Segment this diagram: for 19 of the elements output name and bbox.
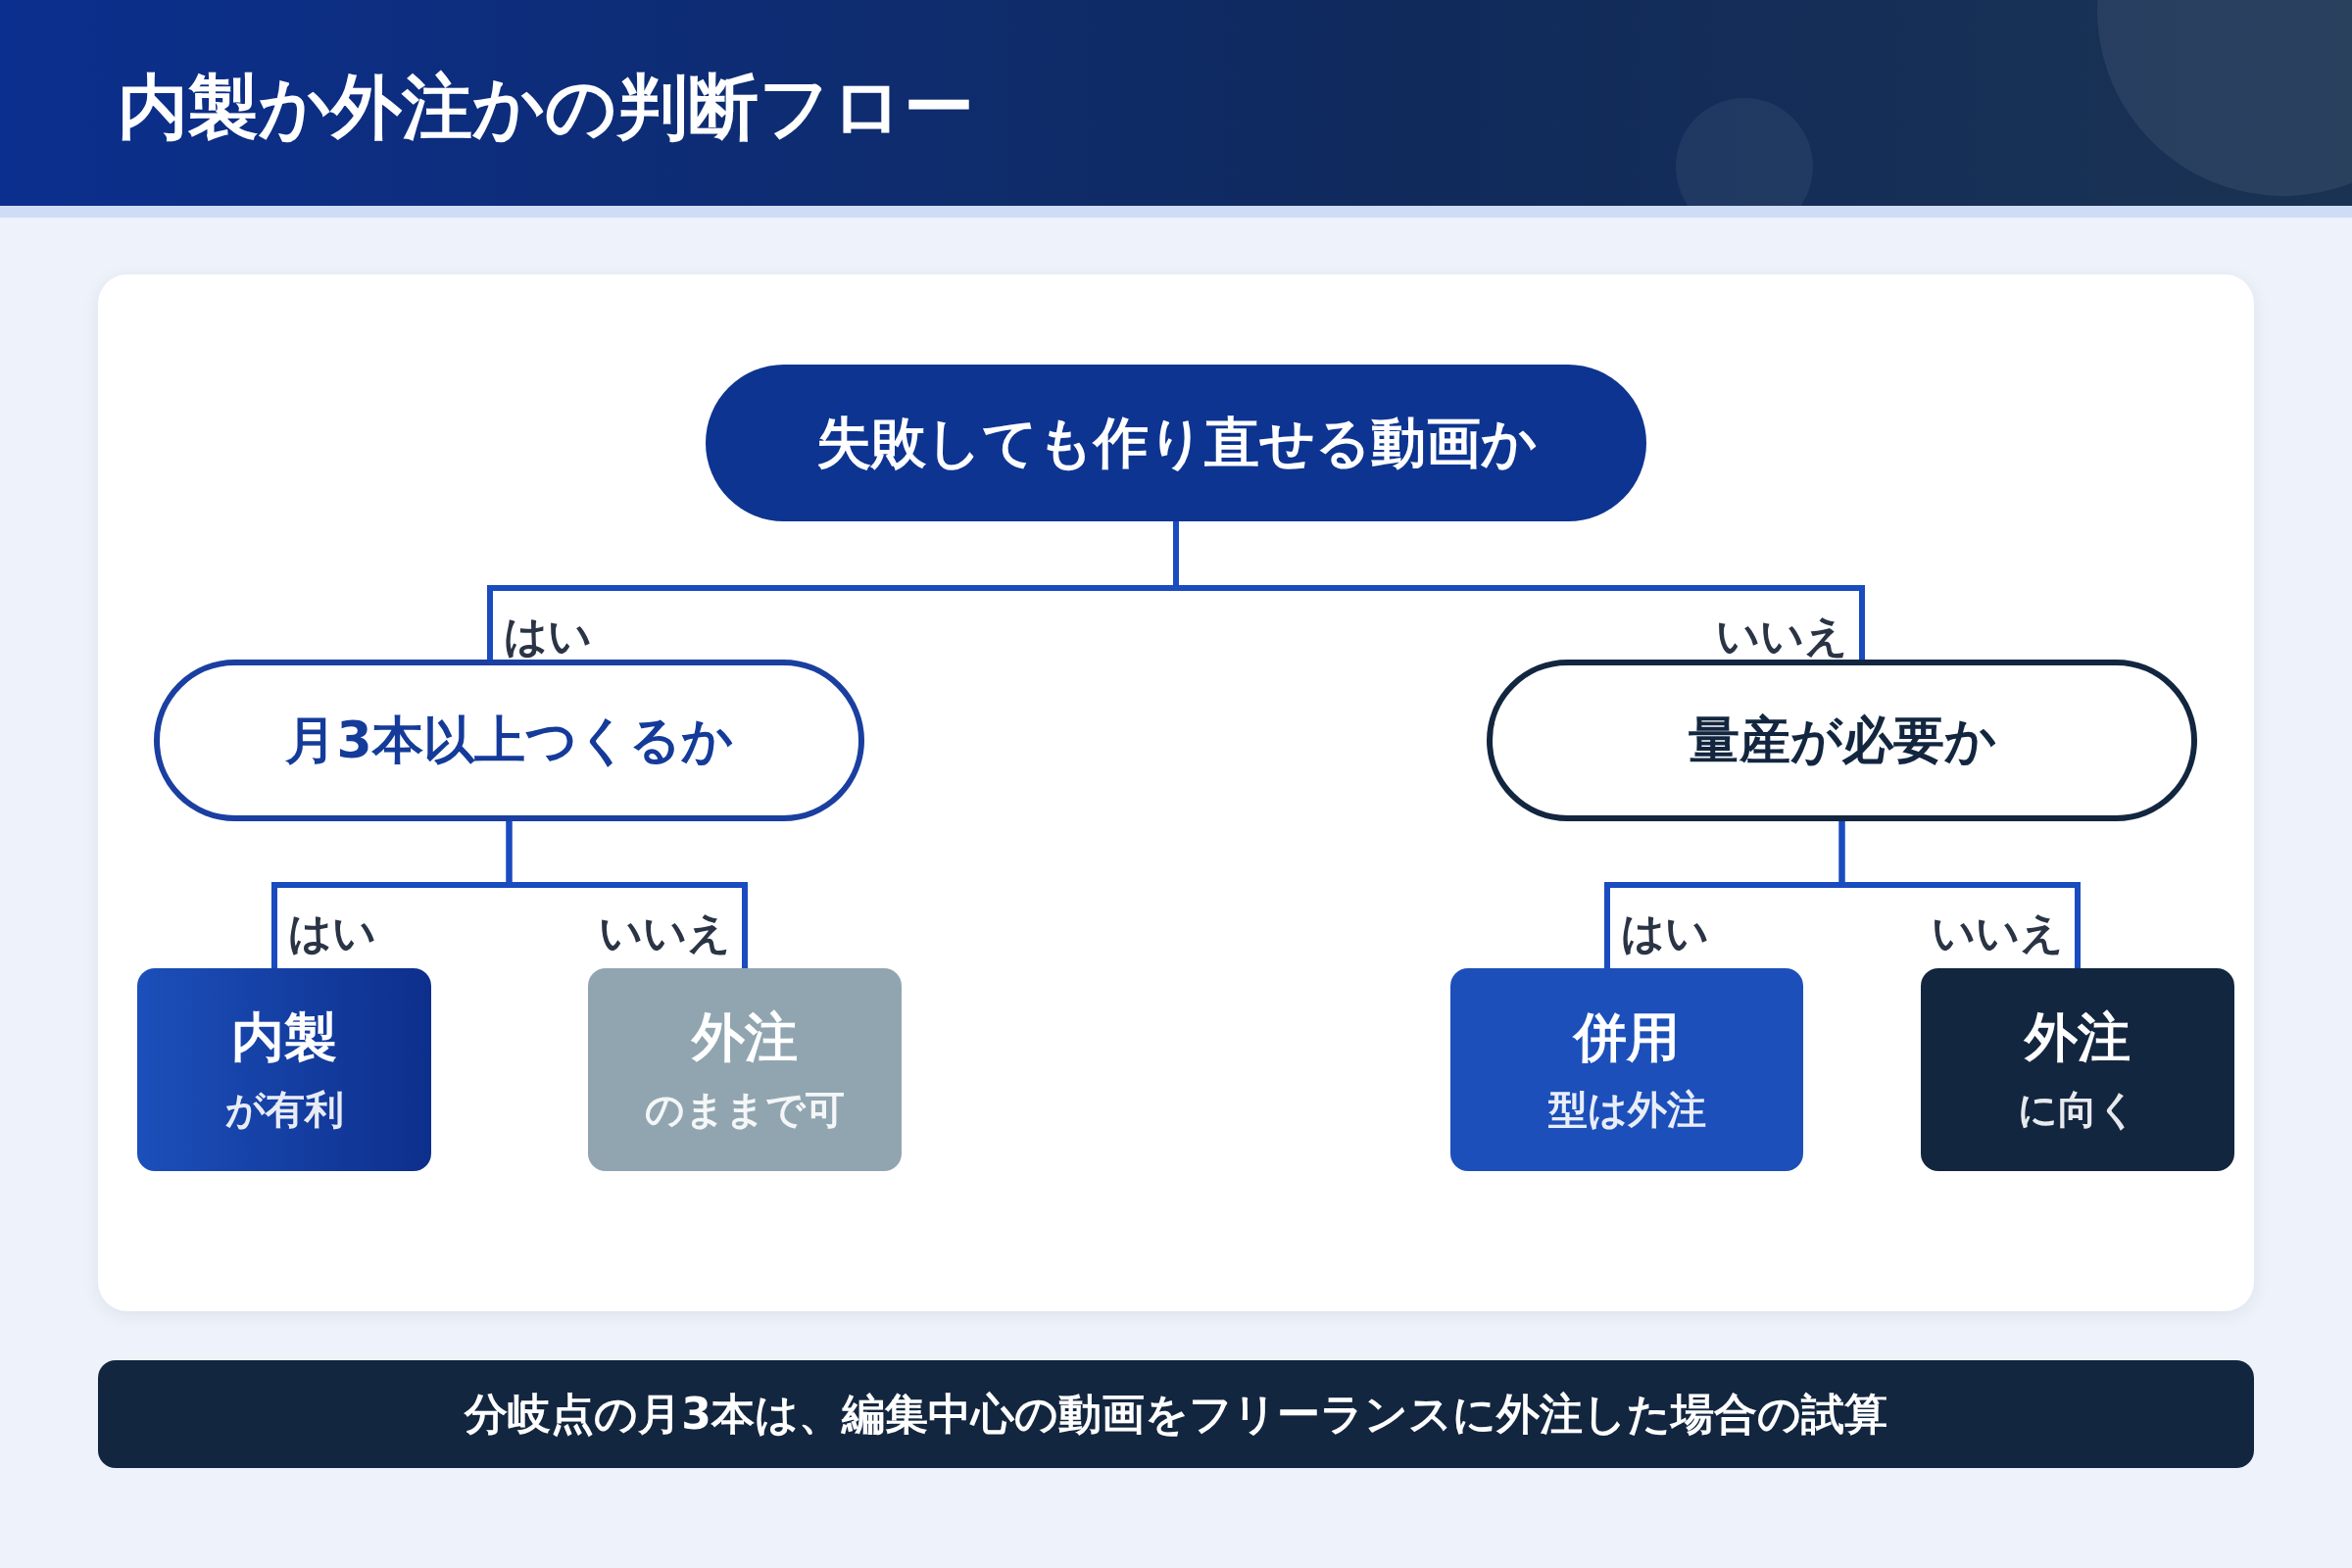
node-title: 併用	[1574, 1004, 1680, 1070]
node-title: 量産が必要か	[1688, 710, 1996, 771]
node-title: 外注	[2025, 1004, 2131, 1070]
node-subtitle: に向く	[2018, 1086, 2137, 1135]
caption: 分岐点の月3本は、編集中心の動画をフリーランスに外注した場合の試算	[98, 1360, 2254, 1468]
result-box	[588, 968, 902, 1171]
result-box	[1921, 968, 2234, 1171]
connector-line	[506, 821, 748, 968]
node-title: 失敗しても作り直せる動画か	[815, 410, 1537, 476]
node-subtitle: 型は外注	[1547, 1086, 1706, 1135]
node-title: 月3本以上つくるか	[285, 710, 733, 771]
node-title: 内製	[231, 1004, 337, 1070]
node-subtitle: が有利	[224, 1086, 344, 1135]
result-box	[1450, 968, 1803, 1171]
node-title: 外注	[692, 1004, 798, 1070]
node-subtitle: のままで可	[645, 1086, 845, 1135]
result-box	[137, 968, 431, 1171]
title: 内製か外注かの判断フロー	[118, 65, 974, 150]
connector-line	[1838, 821, 2081, 968]
